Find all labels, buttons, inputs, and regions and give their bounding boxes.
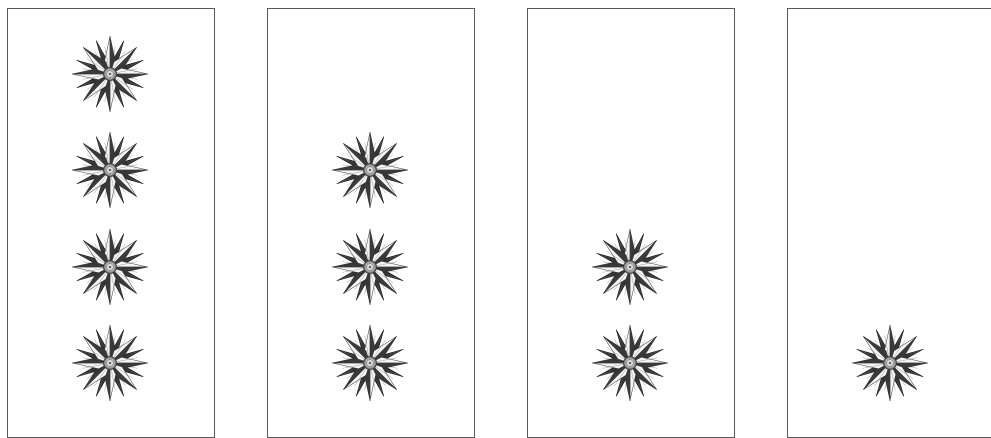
canvas	[0, 0, 991, 425]
rosette-star-icon	[329, 129, 411, 211]
panel-two-stars	[527, 8, 735, 438]
rosette-star-icon	[589, 322, 671, 404]
rosette-star-icon	[849, 322, 931, 404]
panel-one-star	[787, 8, 991, 438]
rosette-star-icon	[329, 226, 411, 308]
rosette-star-icon	[69, 33, 151, 115]
rosette-star-icon	[69, 322, 151, 404]
panel-three-stars	[267, 8, 475, 438]
rosette-star-icon	[329, 322, 411, 404]
rosette-star-icon	[69, 226, 151, 308]
panel-four-stars	[7, 8, 215, 438]
rosette-star-icon	[69, 129, 151, 211]
rosette-star-icon	[589, 226, 671, 308]
